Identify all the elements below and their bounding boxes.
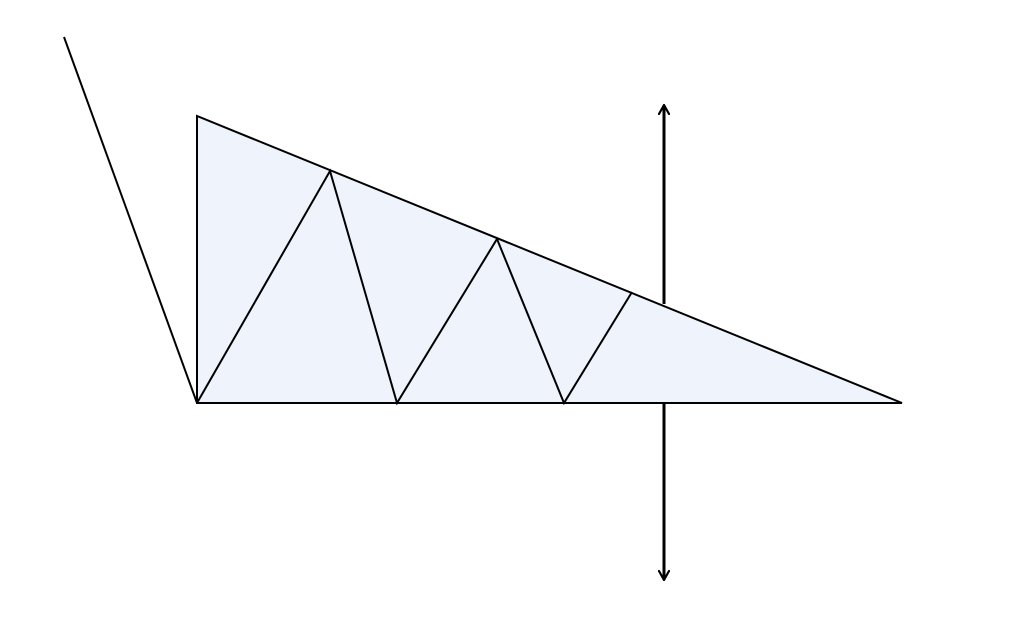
price-zigzag xyxy=(196,168,633,406)
prior-downtrend-line xyxy=(63,36,198,404)
triangle-shape xyxy=(196,114,903,404)
